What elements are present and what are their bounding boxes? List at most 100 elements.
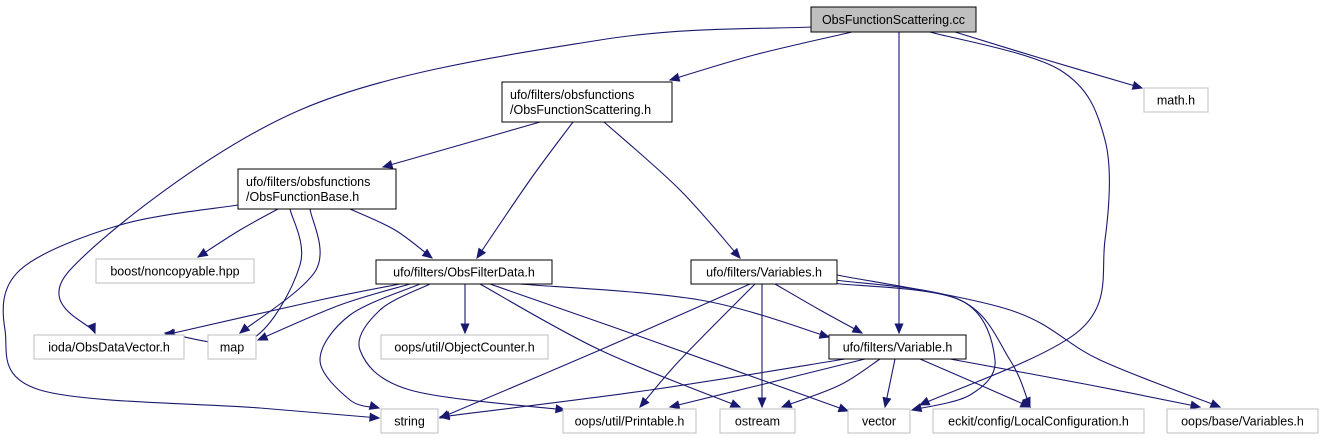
edge-line	[834, 279, 1031, 408]
edge-filterdata-to-string	[319, 283, 421, 410]
node-map: map	[207, 334, 257, 360]
node-box	[237, 168, 397, 210]
arrowhead-icon	[639, 396, 650, 408]
arrowhead-icon	[1189, 400, 1202, 410]
node-label: /ObsFunctionScattering.h	[510, 103, 651, 117]
node-box	[380, 408, 439, 434]
edge-variable_h-to-printable	[668, 358, 866, 410]
edge-base_h-to-string	[2, 204, 381, 422]
node-box	[380, 334, 549, 360]
edge-line	[669, 358, 866, 408]
edge-line	[439, 358, 846, 418]
edge-line	[164, 283, 401, 336]
arrowhead-icon	[476, 247, 487, 260]
edge-line	[949, 358, 1201, 408]
edge-filterdata-to-map	[256, 283, 411, 341]
edge-root-to-scatter_h	[668, 31, 853, 82]
edge-scatter_h-to-base_h	[381, 121, 541, 169]
edge-line	[239, 208, 321, 334]
edge-line	[257, 283, 411, 341]
node-objcounter: oops/util/ObjectCounter.h	[380, 334, 549, 360]
arrowhead-icon	[239, 323, 251, 334]
node-box	[33, 334, 185, 360]
node-oopsvars: oops/base/Variables.h	[1166, 408, 1319, 434]
edge-variables_h-to-printable	[639, 283, 756, 408]
arrowhead-icon	[1131, 80, 1144, 90]
edge-line	[919, 31, 1111, 406]
arrowhead-icon	[196, 248, 209, 258]
node-box	[1143, 87, 1209, 113]
node-box	[562, 408, 697, 434]
node-box	[501, 81, 673, 123]
node-label: ufo/filters/ObsFilterData.h	[393, 266, 535, 280]
arrowhead-icon	[668, 400, 681, 410]
arrowhead-icon	[256, 332, 269, 341]
arrowhead-icon	[818, 330, 831, 339]
node-math_h: math.h	[1143, 87, 1209, 113]
edge-line	[919, 358, 1031, 408]
edge-line	[829, 282, 996, 411]
edge-line	[489, 283, 849, 412]
edge-line	[603, 121, 741, 259]
edge-base_h-to-noncopyable	[196, 208, 279, 258]
node-label: ostream	[735, 415, 780, 429]
edge-line	[954, 31, 1143, 89]
node-label: ioda/ObsDataVector.h	[48, 341, 170, 355]
edge-scatter_h-to-filterdata	[476, 121, 574, 260]
node-box	[207, 334, 257, 360]
arrowhead-icon	[729, 399, 742, 408]
arrowhead-icon	[910, 403, 923, 413]
node-box	[932, 408, 1145, 434]
node-box	[375, 259, 553, 285]
arrowhead-icon	[1019, 399, 1032, 408]
edge-line	[439, 283, 751, 419]
node-label: ufo/filters/obsfunctions	[510, 88, 634, 102]
node-label: string	[394, 415, 425, 429]
edge-line	[774, 283, 863, 334]
arrowhead-icon	[730, 247, 741, 259]
edge-base_h-to-map	[239, 208, 321, 334]
node-label: vector	[862, 415, 896, 429]
node-box	[719, 408, 796, 434]
node-label: ufo/filters/Variables.h	[706, 266, 822, 280]
edge-line	[58, 26, 813, 334]
edge-line	[781, 358, 881, 408]
node-box	[690, 259, 838, 285]
node-box	[847, 408, 911, 434]
node-label: ufo/filters/Variable.h	[843, 341, 953, 355]
node-scatter_h[interactable]: ufo/filters/obsfunctions/ObsFunctionScat…	[501, 81, 673, 123]
edge-variable_h-to-ostream	[780, 358, 881, 408]
node-filterdata[interactable]: ufo/filters/ObsFilterData.h	[375, 259, 553, 285]
edge-root-to-vector	[918, 31, 1111, 406]
node-ostream: ostream	[719, 408, 796, 434]
node-vector: vector	[847, 408, 911, 434]
arrowhead-icon	[421, 248, 434, 259]
node-label: oops/base/Variables.h	[1181, 415, 1304, 429]
edge-scatter_h-to-variables_h	[603, 121, 741, 259]
edge-variable_h-to-vector	[882, 358, 896, 409]
edge-line	[164, 208, 303, 345]
arrowhead-icon	[368, 401, 381, 410]
edge-variables_h-to-variable_h	[774, 283, 864, 334]
node-box	[828, 334, 967, 360]
arrowhead-icon	[438, 411, 451, 421]
node-box	[95, 258, 255, 284]
edge-variables_h-to-ostream	[757, 284, 767, 409]
node-label: ObsFunctionScattering.cc	[822, 13, 965, 27]
node-string: string	[380, 408, 439, 434]
node-ioda_vec: ioda/ObsDataVector.h	[33, 334, 185, 360]
node-variables_h[interactable]: ufo/filters/Variables.h	[690, 259, 838, 285]
node-label: oops/util/Printable.h	[575, 415, 685, 429]
edge-line	[639, 283, 756, 408]
edge-filterdata-to-variable_h	[519, 283, 831, 339]
node-variable_h[interactable]: ufo/filters/Variable.h	[828, 334, 967, 360]
edge-variables_h-to-vector	[829, 282, 996, 413]
node-root[interactable]: ObsFunctionScattering.cc	[810, 6, 977, 33]
node-base_h[interactable]: ufo/filters/obsfunctions/ObsFunctionBase…	[237, 168, 397, 210]
arrowhead-icon	[369, 412, 381, 422]
edge-line	[349, 208, 433, 259]
node-label: ufo/filters/obsfunctions	[246, 175, 370, 189]
arrowhead-icon	[554, 404, 567, 414]
arrowhead-icon	[460, 323, 470, 335]
